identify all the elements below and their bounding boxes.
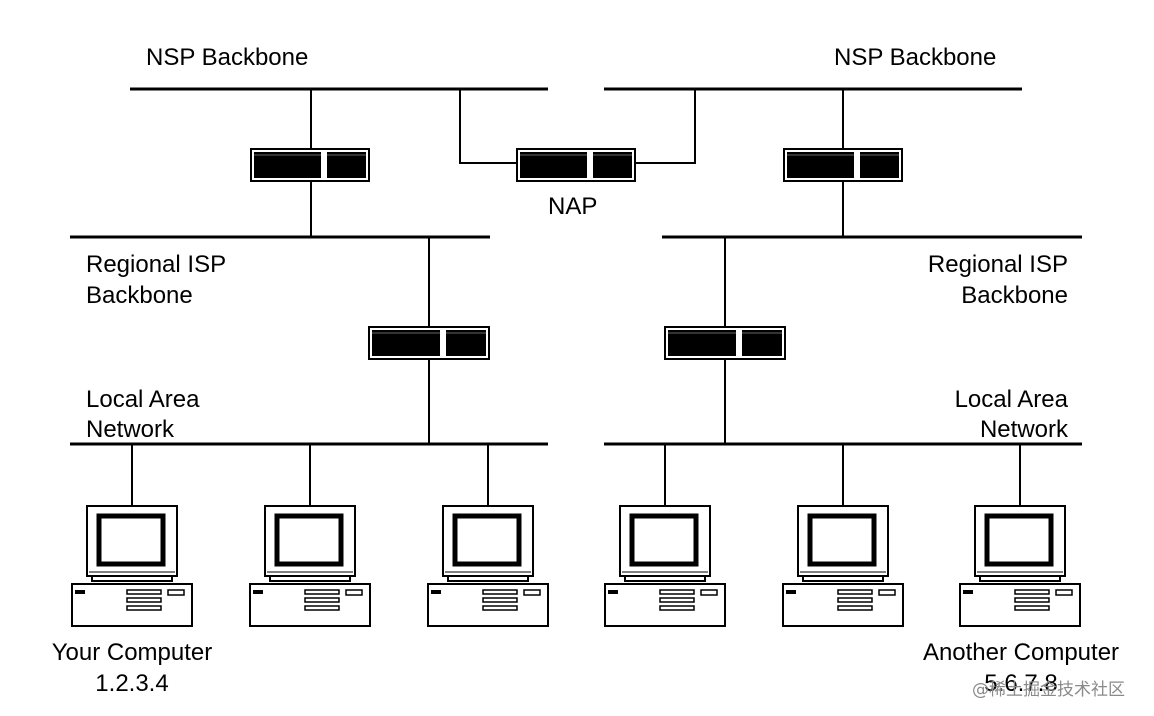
nap-label: NAP bbox=[548, 193, 598, 220]
computer-icon bbox=[960, 506, 1080, 626]
router-icon bbox=[664, 326, 786, 360]
regional-isp-left-label-line2: Backbone bbox=[86, 282, 193, 309]
lan-left-label-line1: Local Area bbox=[86, 386, 200, 413]
router-icon bbox=[368, 326, 490, 360]
lan-right-label-line1: Local Area bbox=[954, 386, 1068, 413]
regional-isp-right-label-line1: Regional ISP bbox=[927, 251, 1068, 278]
router-icon bbox=[250, 148, 370, 182]
nsp-backbone-left-label: NSP Backbone bbox=[146, 44, 309, 71]
computer-icon bbox=[428, 506, 548, 626]
nsp-backbone-right-label: NSP Backbone bbox=[834, 44, 997, 71]
your-computer-ip: 1.2.3.4 bbox=[95, 670, 169, 697]
watermark: @稀土掘金技术社区 bbox=[972, 680, 1125, 700]
computer-icon bbox=[783, 506, 903, 626]
lan-right-label-line2: Network bbox=[979, 416, 1068, 443]
nap-router-icon bbox=[516, 148, 636, 182]
another-computer-label: Another Computer bbox=[922, 639, 1120, 666]
computer-icon bbox=[72, 506, 192, 626]
router-icon bbox=[783, 148, 903, 182]
regional-isp-left-label-line1: Regional ISP bbox=[86, 251, 227, 278]
another-computer-ip: 5.6.7.8 bbox=[984, 670, 1058, 697]
computer-icon bbox=[605, 506, 725, 626]
regional-isp-right-label-line2: Backbone bbox=[961, 282, 1068, 309]
computer-icon bbox=[250, 506, 370, 626]
lan-left-label-line2: Network bbox=[86, 416, 175, 443]
your-computer-label: Your Computer bbox=[51, 639, 213, 666]
